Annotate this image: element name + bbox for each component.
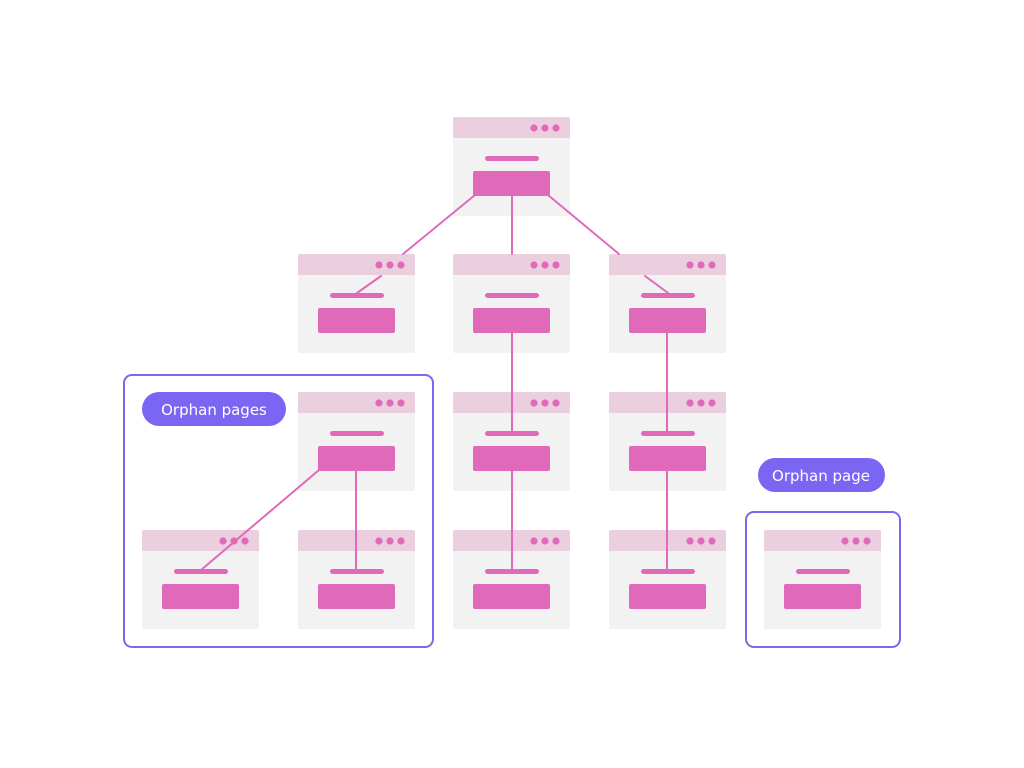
card-button-block (784, 584, 861, 609)
page-card-orphan-parent (298, 392, 415, 491)
window-dot-icon (697, 399, 705, 407)
card-button-block (473, 308, 550, 333)
page-card-right-level2 (609, 392, 726, 491)
card-header (298, 254, 415, 275)
card-title-bar (641, 293, 695, 298)
window-dot-icon (386, 399, 394, 407)
orphan-pages-label: Orphan pages (142, 392, 286, 426)
window-dot-icon (530, 399, 538, 407)
card-button-block (473, 446, 550, 471)
window-dot-icon (541, 537, 549, 545)
window-dot-icon (708, 399, 716, 407)
window-dot-icon (219, 537, 227, 545)
card-title-bar (174, 569, 228, 574)
window-dot-icon (375, 537, 383, 545)
card-button-block (318, 584, 395, 609)
window-dot-icon (397, 261, 405, 269)
card-button-block (162, 584, 239, 609)
card-header (609, 254, 726, 275)
window-dot-icon (686, 261, 694, 269)
card-title-bar (796, 569, 850, 574)
window-dot-icon (697, 261, 705, 269)
card-title-bar (330, 431, 384, 436)
card-button-block (318, 446, 395, 471)
window-dot-icon (530, 537, 538, 545)
card-title-bar (485, 156, 539, 161)
page-card-level1-right (609, 254, 726, 353)
card-header (453, 254, 570, 275)
window-dot-icon (541, 399, 549, 407)
link-right-inner (644, 275, 669, 294)
card-header (764, 530, 881, 551)
window-dot-icon (552, 537, 560, 545)
card-title-bar (330, 569, 384, 574)
card-button-block (629, 446, 706, 471)
orphan-page-group (745, 511, 901, 648)
window-dot-icon (863, 537, 871, 545)
page-card-home (453, 117, 570, 216)
card-button-block (629, 308, 706, 333)
orphan-page-label-text: Orphan page (772, 467, 870, 485)
orphan-pages-pill (142, 392, 286, 426)
window-dot-icon (530, 124, 538, 132)
window-dot-icon (397, 399, 405, 407)
window-dot-icon (552, 399, 560, 407)
window-dot-icon (375, 261, 383, 269)
page-card-orphan-single (764, 530, 881, 629)
window-dot-icon (541, 124, 549, 132)
orphan-pages-label-text: Orphan pages (161, 401, 267, 419)
page-card-level1-center (453, 254, 570, 353)
orphan-page-pill (758, 458, 885, 492)
orphan-page-label: Orphan page (758, 458, 885, 492)
window-dot-icon (708, 537, 716, 545)
card-button-block (318, 308, 395, 333)
page-card-orphan-child-left (142, 530, 259, 629)
page-card-level1-left (298, 254, 415, 353)
window-dot-icon (541, 261, 549, 269)
window-dot-icon (686, 399, 694, 407)
window-dot-icon (852, 537, 860, 545)
window-dot-icon (386, 537, 394, 545)
window-dot-icon (241, 537, 249, 545)
link-home-right (547, 194, 620, 255)
card-header (298, 392, 415, 413)
page-card-center-level2 (453, 392, 570, 491)
link-home-left (402, 194, 476, 255)
window-dot-icon (552, 261, 560, 269)
orphan-groups (123, 374, 901, 648)
link-left-inner (356, 275, 382, 294)
window-dot-icon (686, 537, 694, 545)
link-orphan-to-left-child (200, 469, 320, 571)
window-dot-icon (552, 124, 560, 132)
card-button-block (629, 584, 706, 609)
orphan-pages-group (123, 374, 434, 648)
connectors (200, 194, 669, 574)
card-title-bar (330, 293, 384, 298)
card-button-block (473, 171, 550, 196)
page-card-right-level3 (609, 530, 726, 629)
window-dot-icon (697, 537, 705, 545)
card-title-bar (485, 293, 539, 298)
card-header (453, 117, 570, 138)
card-button-block (473, 584, 550, 609)
window-dot-icon (375, 399, 383, 407)
window-dot-icon (530, 261, 538, 269)
window-dot-icon (397, 537, 405, 545)
window-dot-icon (708, 261, 716, 269)
window-dot-icon (841, 537, 849, 545)
window-dot-icon (386, 261, 394, 269)
